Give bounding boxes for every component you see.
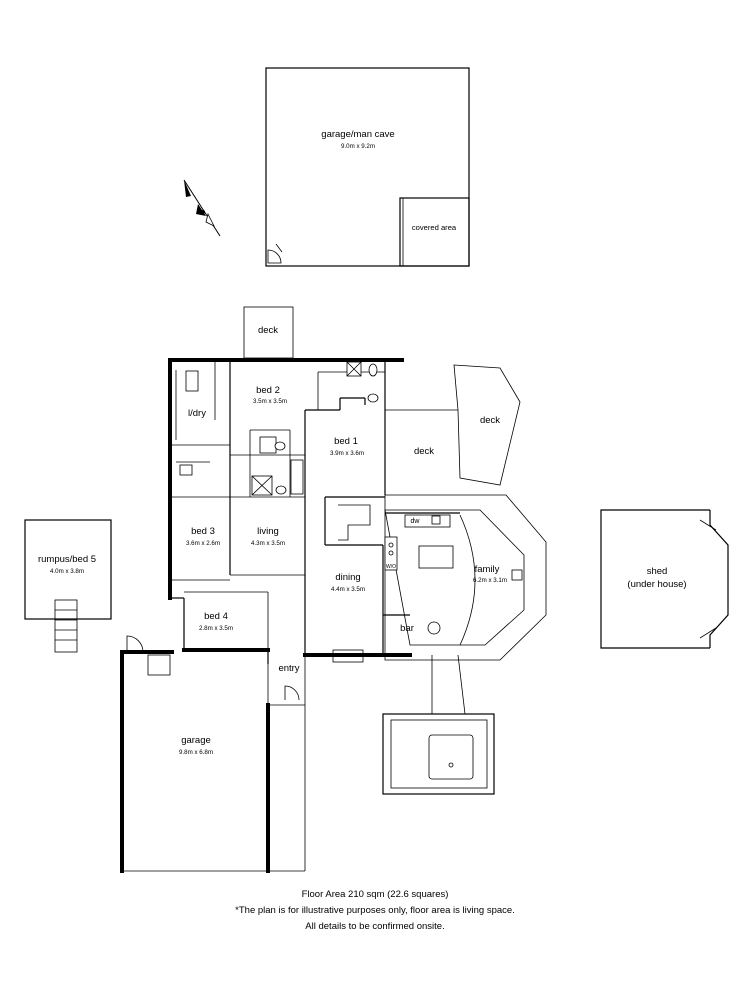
bed3-size: 3.6m x 2.6m — [186, 540, 220, 547]
family-label: family — [475, 564, 500, 575]
garage-label: garage — [181, 735, 211, 746]
covered-area-label: covered area — [412, 223, 457, 232]
family-room: dw W/O family 6.2m x 3.1m — [384, 494, 547, 661]
shed: shed (under house) — [600, 509, 729, 649]
garage-size: 9.8m x 6.8m — [179, 749, 213, 756]
rumpus-bed5: rumpus/bed 5 4.0m x 3.8m — [24, 519, 112, 653]
bed1-label: bed 1 — [334, 436, 358, 447]
wall-oven-label: W/O — [386, 564, 396, 570]
rumpus-label: rumpus/bed 5 — [38, 554, 96, 565]
confirm-text: All details to be confirmed onsite. — [305, 921, 445, 932]
deck-right: deck — [453, 364, 521, 486]
bed3-label: bed 3 — [191, 526, 215, 537]
disclaimer-text: *The plan is for illustrative purposes o… — [235, 905, 515, 916]
deck-mid-label: deck — [414, 446, 434, 457]
dishwasher-label: dw — [411, 518, 421, 525]
garage-man-cave: garage/man cave 9.0m x 9.2m covered area — [265, 67, 470, 267]
bed2-label: bed 2 — [256, 385, 280, 396]
dining-size: 4.4m x 3.5m — [331, 586, 365, 593]
entry-label: entry — [278, 663, 299, 674]
family-size: 6.2m x 3.1m — [473, 577, 507, 584]
bed1-size: 3.9m x 3.6m — [330, 450, 364, 457]
bed4-label: bed 4 — [204, 611, 228, 622]
entry: entry — [267, 655, 306, 705]
rumpus-size: 4.0m x 3.8m — [50, 568, 84, 575]
laundry-label: l/dry — [188, 408, 206, 419]
deck-top-label: deck — [258, 325, 278, 336]
spa — [382, 654, 495, 795]
dining-label: dining — [335, 572, 360, 583]
garage-man-cave-label: garage/man cave — [321, 129, 394, 140]
shed-label: shed — [647, 566, 668, 577]
garage-man-cave-size: 9.0m x 9.2m — [341, 143, 375, 150]
living-label: living — [257, 526, 279, 537]
floor-area-text: Floor Area 210 sqm (22.6 squares) — [301, 889, 449, 900]
bed2-size: 3.5m x 3.5m — [253, 398, 287, 405]
deck-top: deck — [243, 306, 294, 359]
bed4-size: 2.8m x 3.5m — [199, 625, 233, 632]
living-size: 4.3m x 3.5m — [251, 540, 285, 547]
bathroom-fixtures — [179, 361, 379, 496]
garage: garage 9.8m x 6.8m — [120, 635, 306, 873]
shed-note: (under house) — [627, 579, 686, 590]
north-arrow-icon — [183, 179, 221, 237]
deck-right-label: deck — [480, 415, 500, 426]
